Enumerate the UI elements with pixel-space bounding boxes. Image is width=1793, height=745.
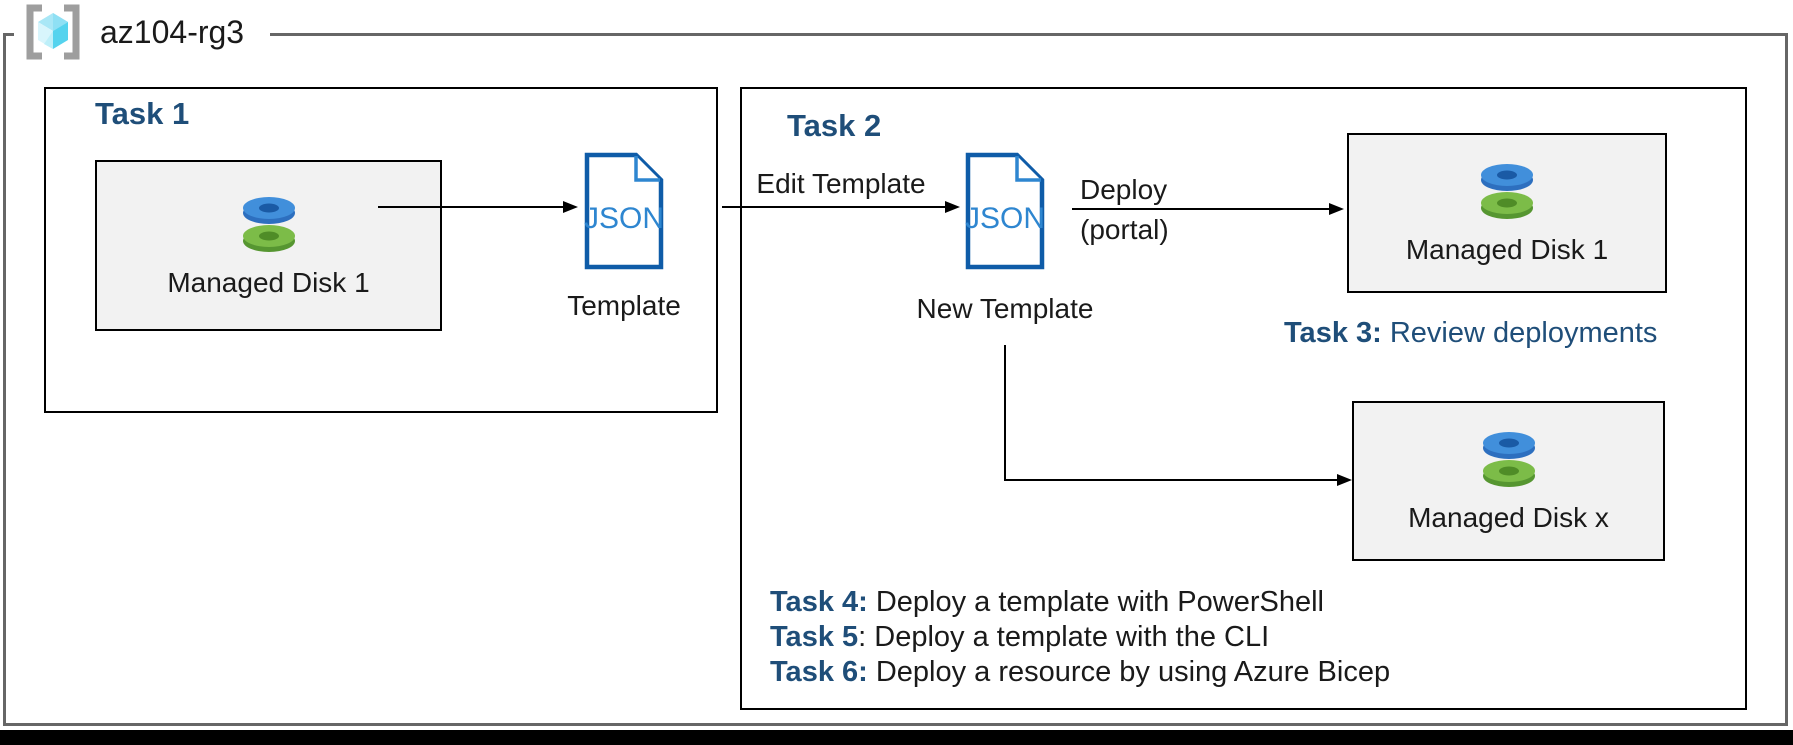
task6-note: Task 6: Deploy a resource by using Azure…: [770, 655, 1390, 690]
task5-text: : Deploy a template with the CLI: [858, 621, 1270, 653]
managed-disk-1-label: Managed Disk 1: [167, 266, 370, 298]
export-template-arrow: [378, 201, 578, 213]
deploy-caption: Deploy: [1080, 174, 1168, 205]
managed-disk-icon: [1482, 432, 1535, 487]
deploy-managed-disk-x-arrow: [1004, 474, 1352, 486]
managed-disk-1-result-box: Managed Disk 1: [1347, 133, 1667, 293]
json-badge-text: JSON: [584, 202, 664, 235]
task1-title: Task 1: [95, 96, 190, 131]
managed-disk-x-box: Managed Disk x: [1352, 401, 1665, 561]
task4-note: Task 4: Deploy a template with PowerShel…: [770, 585, 1390, 620]
deploy-portal-caption: (portal): [1080, 214, 1169, 245]
managed-disk-x-label: Managed Disk x: [1408, 502, 1609, 533]
arrow-shaft: [1004, 479, 1339, 481]
template-caption: Template: [567, 290, 681, 321]
managed-disk-1-label: Managed Disk 1: [1405, 234, 1609, 265]
task6-text: Deploy a resource by using Azure Bicep: [867, 656, 1391, 688]
json-badge-text: JSON: [965, 202, 1045, 235]
task3-label: Task 3:: [1284, 317, 1382, 349]
task4-text: Deploy a template with PowerShell: [867, 586, 1324, 618]
resource-group-icon: [26, 4, 80, 60]
task3-text: Review deployments: [1381, 317, 1658, 349]
arrow-shaft: [722, 206, 947, 208]
deploy-portal-arrow: [1072, 203, 1344, 215]
task2-title: Task 2: [787, 108, 882, 143]
resource-group-frame: [3, 33, 1788, 726]
bottom-black-bar: [0, 730, 1793, 745]
task-list: Task 4: Deploy a template with PowerShel…: [770, 585, 1390, 690]
arrow-head-icon: [1337, 474, 1352, 486]
json-document-icon: JSON: [584, 152, 664, 270]
edit-template-arrow: [722, 201, 960, 213]
task4-label: Task 4:: [770, 586, 868, 618]
resource-group-label: az104-rg3: [14, 0, 271, 64]
new-template-caption: New Template: [916, 293, 1094, 324]
task5-note: Task 5: Deploy a template with the CLI: [770, 620, 1390, 655]
json-document-icon: JSON: [965, 152, 1045, 270]
edit-template-caption: Edit Template: [756, 168, 926, 199]
managed-disk-1-source-box: Managed Disk 1: [95, 160, 442, 331]
task3-note: Task 3: Review deployments: [1284, 317, 1657, 350]
managed-disk-icon: [242, 196, 295, 252]
arrow-head-icon: [563, 201, 578, 213]
arrow-head-icon: [1329, 203, 1344, 215]
resource-group-name: az104-rg3: [100, 13, 245, 50]
managed-disk-icon: [1481, 164, 1533, 219]
arrow-shaft: [378, 206, 565, 208]
new-template-connector-line: [1004, 345, 1006, 480]
arrow-shaft: [1072, 208, 1331, 210]
arrow-head-icon: [945, 201, 960, 213]
task6-label: Task 6:: [770, 656, 868, 688]
task5-label: Task 5: [770, 621, 859, 653]
